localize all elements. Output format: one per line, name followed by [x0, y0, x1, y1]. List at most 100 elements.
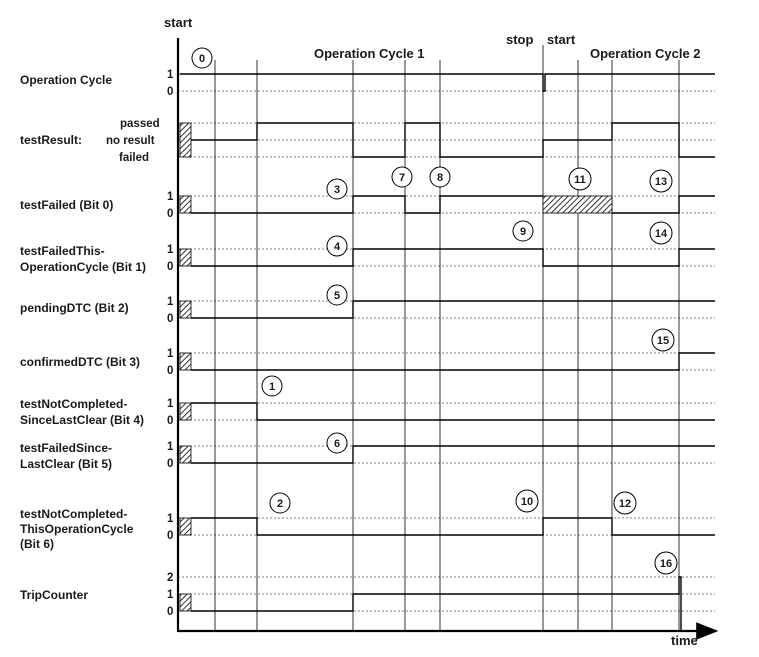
signal-name-bit1: testFailedThis- OperationCycle (Bit 1)	[20, 244, 146, 274]
svg-text:4: 4	[334, 241, 341, 253]
signal-name-trip-counter: TripCounter	[20, 588, 88, 602]
hatch-region	[179, 402, 192, 421]
hatch-region	[179, 445, 192, 464]
level-label: 0	[167, 458, 173, 470]
level-label: 1	[167, 589, 174, 601]
signal-name-bit6: testNotCompleted- ThisOperationCycle (Bi…	[20, 507, 137, 551]
hatch-region	[179, 593, 192, 612]
svg-text:0: 0	[199, 53, 205, 65]
signal-name-bit0: testFailed (Bit 0)	[20, 198, 113, 212]
level-label: failed	[119, 152, 149, 164]
event-marker-5: 5	[326, 284, 348, 306]
waveform-bit2-pending-dtc	[191, 300, 715, 319]
hatch-region	[179, 122, 192, 158]
event-marker-13: 13	[649, 169, 673, 193]
level-label: 1	[167, 348, 174, 360]
level-label: 1	[167, 69, 174, 81]
level-label: 0	[167, 313, 173, 325]
level-label: 0	[167, 415, 173, 427]
level-label: 1	[167, 441, 174, 453]
svg-text:14: 14	[655, 228, 668, 240]
level-label: 0	[167, 86, 173, 98]
svg-text:11: 11	[574, 174, 586, 186]
signal-name-operation-cycle: Operation Cycle	[20, 73, 112, 87]
level-label: 1	[167, 244, 174, 256]
operation-cycle-1-label: Operation Cycle 1	[314, 46, 425, 61]
svg-text:16: 16	[660, 558, 672, 570]
svg-text:10: 10	[521, 496, 533, 508]
svg-text:7: 7	[399, 172, 405, 184]
signal-name-bit5: testFailedSince- LastClear (Bit 5)	[20, 441, 115, 471]
level-label: passed	[120, 118, 160, 130]
event-marker-16: 16	[654, 551, 678, 575]
svg-text:13: 13	[655, 176, 667, 188]
svg-text:15: 15	[657, 335, 669, 347]
signal-name-bit2: pendingDTC (Bit 2)	[20, 301, 129, 315]
level-label: 0	[167, 606, 173, 618]
unknown-initial-state-regions	[179, 122, 613, 612]
event-marker-8: 8	[429, 166, 451, 188]
level-labels: 1 0 passed no result failed 1 0 1 0 1 0 …	[106, 69, 174, 618]
svg-text:9: 9	[520, 226, 526, 238]
level-label: 0	[167, 261, 173, 273]
event-grid-lines	[214, 45, 680, 630]
level-label: 0	[167, 365, 173, 377]
waveform-bit4-test-not-completed-since-last-clear	[191, 402, 715, 421]
hatch-region-cycle2-no-result	[542, 195, 613, 214]
event-marker-7: 7	[391, 166, 413, 188]
hatch-region	[179, 300, 192, 319]
start-label-cycle1: start	[164, 15, 193, 30]
event-marker-14: 14	[649, 221, 673, 245]
svg-text:3: 3	[334, 184, 340, 196]
event-marker-9: 9	[512, 220, 534, 242]
waveform-bit5-test-failed-since-last-clear	[191, 445, 715, 464]
axes	[176, 38, 719, 640]
hatch-region	[179, 352, 192, 371]
signal-name-bit4: testNotCompleted- SinceLastClear (Bit 4)	[20, 397, 144, 427]
event-marker-2: 2	[269, 492, 291, 514]
event-marker-4: 4	[326, 235, 348, 257]
level-label: no result	[106, 135, 155, 147]
event-marker-6: 6	[326, 432, 348, 454]
waveform-trip-counter	[191, 576, 682, 630]
level-label: 1	[167, 296, 174, 308]
event-marker-3: 3	[326, 178, 348, 200]
level-label: 1	[167, 191, 174, 203]
event-marker-10: 10	[515, 489, 539, 513]
waveform-bit6-test-not-completed-this-op-cycle	[191, 517, 715, 536]
svg-text:6: 6	[334, 438, 340, 450]
level-label: 0	[167, 530, 173, 542]
event-marker-11: 11	[568, 167, 592, 191]
waveform-bit1-test-failed-this-op-cycle	[191, 248, 715, 267]
event-marker-12: 12	[613, 491, 637, 515]
stop-label: stop	[506, 32, 534, 47]
waveform-bit0-test-failed	[191, 195, 543, 214]
hatch-region	[179, 195, 192, 214]
level-reference-lines	[178, 73, 715, 612]
svg-text:12: 12	[619, 498, 631, 510]
event-marker-15: 15	[651, 328, 675, 352]
signal-waveforms	[180, 73, 715, 630]
waveform-bit0-test-failed-cycle2	[612, 195, 715, 214]
hatch-region	[179, 517, 192, 536]
event-markers: 0 1 2 3 4 5 6 7 8 9 10 11 12 13 14 15 16	[191, 47, 678, 575]
svg-text:2: 2	[277, 498, 283, 510]
level-label: 0	[167, 208, 173, 220]
event-marker-0: 0	[191, 47, 213, 69]
waveform-bit3-confirmed-dtc	[191, 352, 715, 371]
start-label-cycle2: start	[547, 32, 576, 47]
level-label: 1	[167, 398, 174, 410]
level-label: 2	[167, 572, 173, 584]
signal-names: Operation Cycle testResult: testFailed (…	[20, 73, 146, 602]
svg-text:5: 5	[334, 290, 340, 302]
hatch-region	[179, 248, 192, 267]
operation-cycle-2-label: Operation Cycle 2	[590, 46, 701, 61]
time-axis-label: time	[671, 633, 698, 648]
waveform-operation-cycle	[180, 73, 715, 92]
level-label: 1	[167, 513, 174, 525]
signal-name-test-result: testResult:	[20, 133, 82, 147]
waveform-test-result	[191, 122, 715, 158]
svg-text:1: 1	[269, 381, 275, 393]
svg-text:8: 8	[437, 172, 443, 184]
